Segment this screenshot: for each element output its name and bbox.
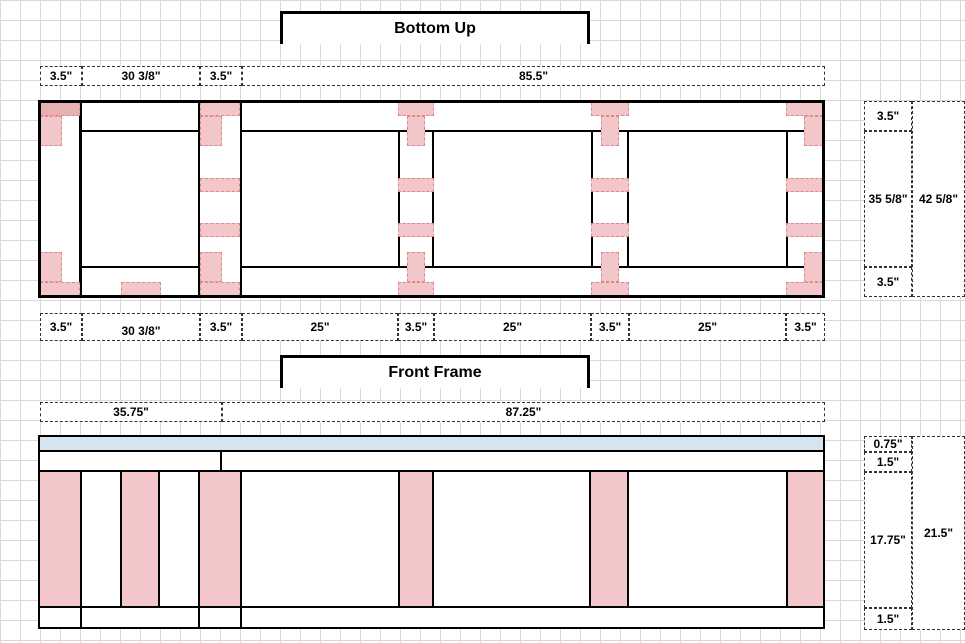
block-s2-1 (398, 178, 434, 192)
dim-bottom-8: 3.5" (786, 313, 825, 341)
front-stud-4 (398, 470, 434, 608)
front-bottom-rail-1 (38, 606, 82, 629)
dim-front-right: 87.25" (222, 402, 825, 422)
dim-side-middle: 35 5/8" (864, 131, 912, 267)
dim-bottom-1: 30 3/8" (82, 313, 200, 341)
dim-front-side-stud: 17.75" (864, 472, 912, 608)
block-mid-2 (200, 223, 240, 237)
dim-bottom-6: 3.5" (591, 313, 629, 341)
block-s3-1 (591, 178, 629, 192)
front-stud-3 (198, 470, 242, 608)
block-mid-upper (200, 116, 222, 146)
block-s3-upper (601, 116, 619, 146)
block-s2-2 (398, 223, 434, 237)
front-frame-title: Front Frame (280, 355, 590, 388)
front-bottom-rail-3 (198, 606, 242, 629)
dim-front-side-top-board: 0.75" (864, 436, 912, 452)
front-bottom-rail-4 (240, 606, 825, 629)
right-span-bottom-rail (240, 266, 825, 298)
front-bottom-rail-2 (80, 606, 200, 629)
block-s2-lower (407, 252, 425, 282)
dim-side-top: 3.5" (864, 101, 912, 131)
stile-right (786, 130, 825, 268)
dim-bottom-7: 25" (629, 313, 786, 341)
dim-front-side-total: 21.5" (912, 436, 965, 630)
dim-top-left-stile: 3.5" (40, 66, 82, 86)
block-s3-lower (601, 252, 619, 282)
front-stud-5 (589, 470, 629, 608)
dim-bottom-4: 3.5" (398, 313, 434, 341)
dim-bottom-2: 3.5" (200, 313, 242, 341)
front-rail-left (38, 450, 222, 472)
stile-3 (591, 130, 629, 268)
dim-front-left: 35.75" (40, 402, 222, 422)
dim-bottom-0: 3.5" (40, 313, 82, 341)
block-s2-upper (407, 116, 425, 146)
dim-side-bottom: 3.5" (864, 267, 912, 297)
dim-bottom-3: 25" (242, 313, 398, 341)
block-mid-1 (200, 178, 240, 192)
dim-bottom-5: 25" (434, 313, 591, 341)
bottom-up-frame-outline (38, 100, 825, 298)
front-stud-1 (38, 470, 82, 608)
front-rail-right (220, 450, 825, 472)
front-stud-2 (120, 470, 160, 608)
right-span-top-rail (240, 100, 825, 132)
bottom-up-title: Bottom Up (280, 11, 590, 44)
dim-top-left-bay: 30 3/8" (82, 66, 200, 86)
dim-top-mid-stile: 3.5" (200, 66, 242, 86)
dim-front-side-rail: 1.5" (864, 452, 912, 472)
dim-side-total: 42 5/8" (912, 101, 965, 297)
block-mid-lower (200, 252, 222, 282)
front-stud-6 (786, 470, 825, 608)
stile-2 (398, 130, 434, 268)
block-s3-2 (591, 223, 629, 237)
dim-top-right-span: 85.5" (242, 66, 825, 86)
dim-front-side-bottom: 1.5" (864, 608, 912, 630)
